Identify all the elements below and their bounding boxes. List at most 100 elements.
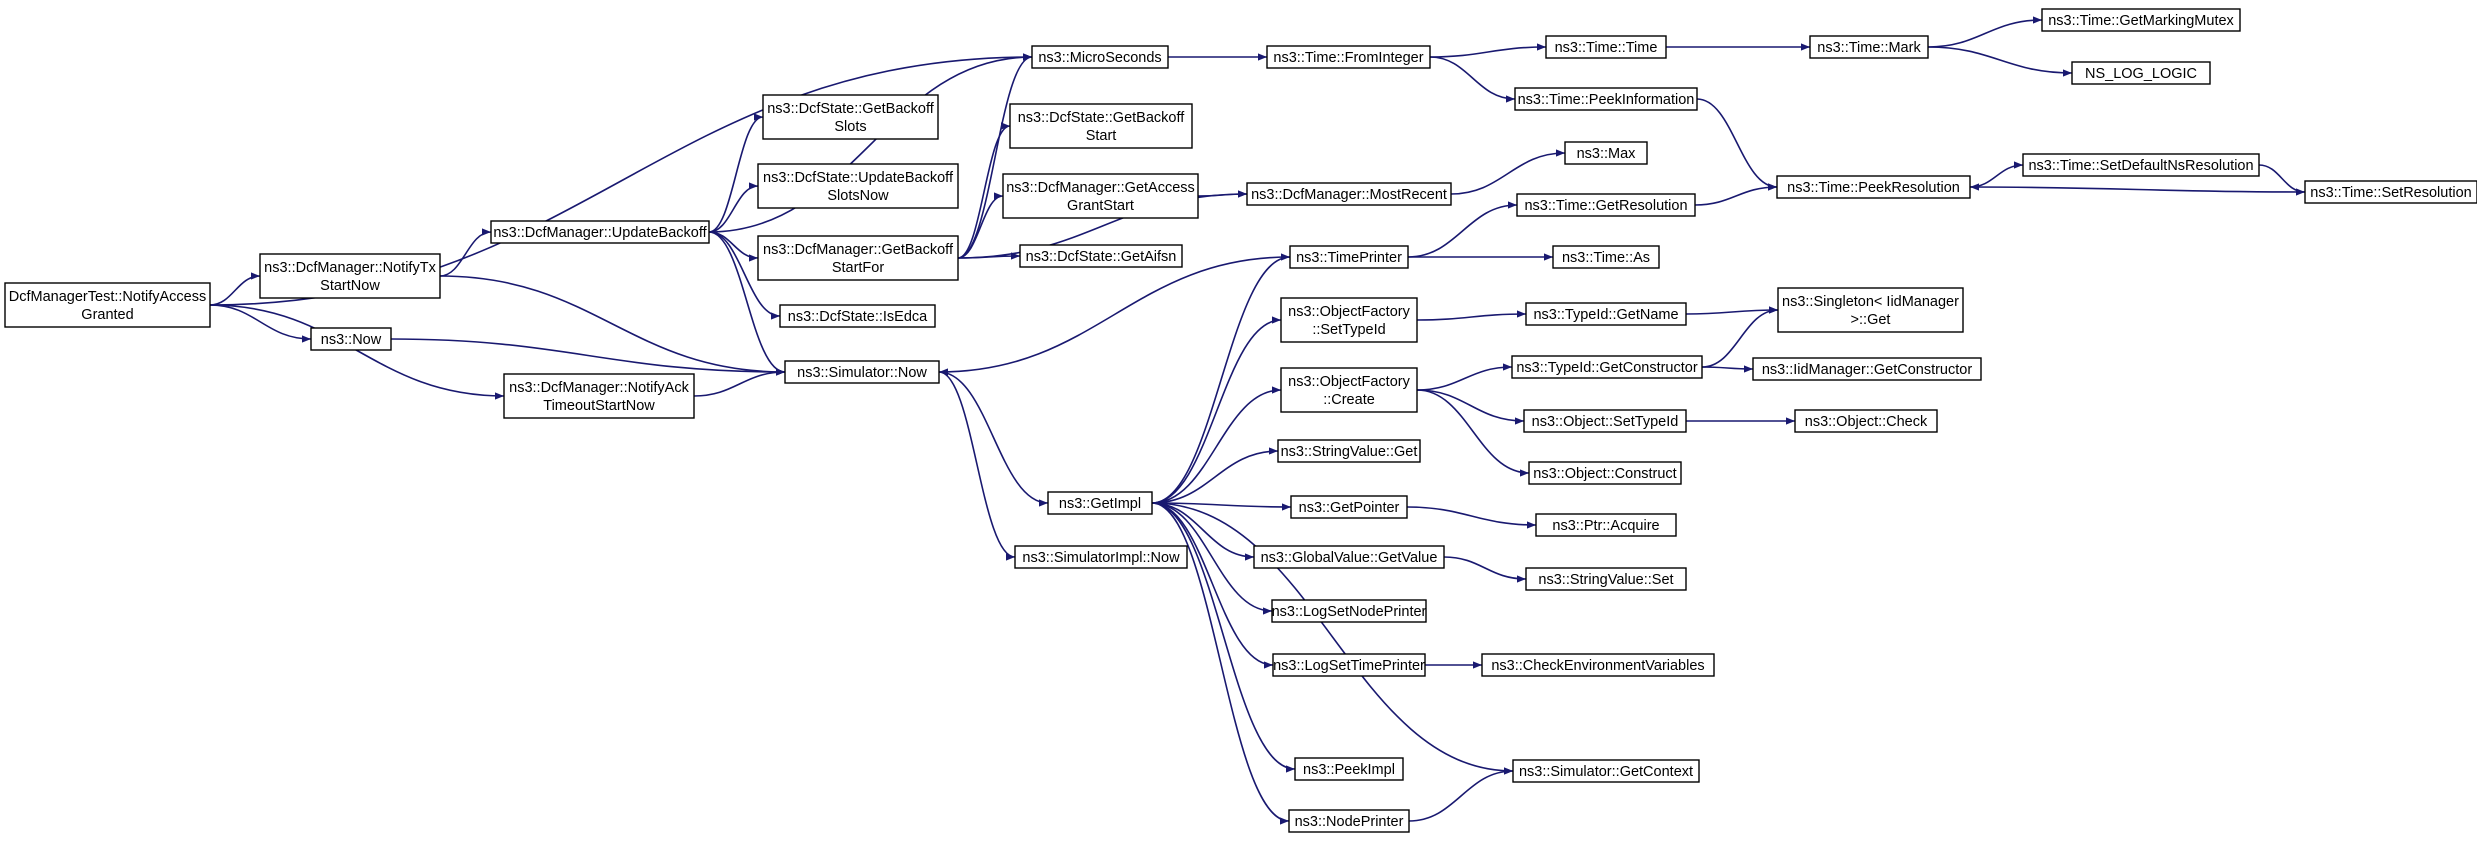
node-timeMark[interactable]: ns3::Time::Mark (1809, 35, 1929, 59)
node-objectCheck[interactable]: ns3::Object::Check (1794, 409, 1938, 433)
node-label: ns3::DcfState::GetAifsn (1026, 249, 1177, 265)
node-updateBackoff[interactable]: ns3::DcfManager::UpdateBackoff (490, 220, 710, 244)
node-typeIdGetConstructor[interactable]: ns3::TypeId::GetConstructor (1511, 355, 1703, 379)
node-max[interactable]: ns3::Max (1564, 141, 1648, 165)
edge-getImpl-to-timePrinter (1151, 253, 1291, 504)
node-isEdca[interactable]: ns3::DcfState::IsEdca (779, 304, 936, 328)
edge-peekInformation-to-peekResolution (1696, 98, 1778, 191)
node-objectConstruct[interactable]: ns3::Object::Construct (1528, 461, 1682, 485)
node-peekResolution[interactable]: ns3::Time::PeekResolution (1776, 175, 1971, 199)
node-box (1047, 491, 1153, 515)
edge-getResolution-to-peekResolution (1694, 183, 1778, 206)
node-label: ns3::DcfManager::NotifyAck (509, 380, 689, 396)
node-label: ns3::DcfManager::MostRecent (1251, 187, 1447, 203)
node-logSetTimePrinter[interactable]: ns3::LogSetTimePrinter (1272, 653, 1426, 677)
node-checkEnv[interactable]: ns3::CheckEnvironmentVariables (1481, 653, 1715, 677)
node-singletonGet[interactable]: ns3::Singleton< IidManager >::Get (1777, 287, 1964, 333)
node-stringValueSet[interactable]: ns3::StringValue::Set (1525, 567, 1687, 591)
node-peekInformation[interactable]: ns3::Time::PeekInformation (1514, 87, 1698, 111)
node-setResolution[interactable]: ns3::Time::SetResolution (2304, 180, 2477, 204)
edge-getBackoffStartFor-to-getBackoffStart (957, 122, 1011, 259)
node-label: ns3::DcfState::UpdateBackoff (763, 170, 954, 186)
node-nodePrinter[interactable]: ns3::NodePrinter (1288, 809, 1410, 833)
node-box (1253, 545, 1445, 569)
node-box (1002, 173, 1199, 219)
node-box (310, 327, 392, 351)
node-iidGetConstructor[interactable]: ns3::IidManager::GetConstructor (1752, 357, 1982, 381)
node-getResolution[interactable]: ns3::Time::GetResolution (1516, 193, 1696, 217)
node-box (1525, 567, 1687, 591)
node-label: GrantStart (1067, 198, 1134, 214)
node-ofSetTypeId[interactable]: ns3::ObjectFactory::SetTypeId (1280, 297, 1418, 343)
edge-setDefaultNsResolution-to-setResolution (2258, 164, 2306, 196)
node-box (1776, 175, 1971, 199)
node-simImplNow[interactable]: ns3::SimulatorImpl::Now (1014, 545, 1188, 569)
node-microSeconds[interactable]: ns3::MicroSeconds (1031, 45, 1169, 69)
edge-updateBackoff-to-microSeconds (708, 53, 1033, 233)
node-logSetNodePrinter[interactable]: ns3::LogSetNodePrinter (1271, 599, 1427, 623)
node-nsLogLogic[interactable]: NS_LOG_LOGIC (2071, 61, 2211, 85)
node-peekImpl[interactable]: ns3::PeekImpl (1294, 757, 1404, 781)
edge-updateBackoff-to-getBackoffSlots (708, 113, 764, 233)
node-label: ns3::GlobalValue::GetValue (1261, 550, 1438, 566)
node-timeAs[interactable]: ns3::Time::As (1552, 245, 1660, 269)
node-stringValueGet[interactable]: ns3::StringValue::Get (1277, 439, 1421, 463)
node-box (1009, 103, 1193, 149)
node-label: ns3::SimulatorImpl::Now (1022, 550, 1180, 566)
node-box (757, 163, 959, 209)
node-globalValueGetValue[interactable]: ns3::GlobalValue::GetValue (1253, 545, 1445, 569)
edge-updateBackoff-to-getBackoffStartFor (708, 231, 759, 262)
node-timePrinter[interactable]: ns3::TimePrinter (1289, 245, 1409, 269)
node-getImpl[interactable]: ns3::GetImpl (1047, 491, 1153, 515)
node-getMarkingMutex[interactable]: ns3::Time::GetMarkingMutex (2041, 8, 2241, 32)
node-label: ns3::Time::GetMarkingMutex (2048, 13, 2234, 29)
edge-timePrinter-to-simNow (938, 256, 1291, 376)
node-label: ns3::LogSetNodePrinter (1272, 604, 1427, 620)
node-simNow[interactable]: ns3::Simulator::Now (784, 360, 940, 384)
node-ptrAcquire[interactable]: ns3::Ptr::Acquire (1535, 513, 1677, 537)
node-objectSetTypeId[interactable]: ns3::Object::SetTypeId (1523, 409, 1687, 433)
edge-typeIdGetName-to-singletonGet (1685, 306, 1779, 315)
node-setDefaultNsResolution[interactable]: ns3::Time::SetDefaultNsResolution (2022, 153, 2260, 177)
node-label: ns3::Time::As (1562, 250, 1650, 266)
node-label: ns3::TimePrinter (1296, 250, 1402, 266)
edge-ofSetTypeId-to-typeIdGetName (1416, 310, 1527, 321)
node-getAifsn[interactable]: ns3::DcfState::GetAifsn (1019, 244, 1183, 268)
edge-getImpl-to-logSetNodePrinter (1151, 502, 1273, 615)
node-getPointer[interactable]: ns3::GetPointer (1290, 495, 1408, 519)
edge-getBackoffStartFor-to-microSeconds (957, 53, 1033, 259)
node-box (1514, 87, 1698, 111)
node-box (1516, 193, 1696, 217)
node-label: StartNow (320, 278, 380, 294)
node-notifyAck[interactable]: ns3::DcfManager::NotifyAckTimeoutStartNo… (503, 373, 695, 419)
node-ofCreate[interactable]: ns3::ObjectFactory::Create (1280, 367, 1418, 413)
node-mostRecent[interactable]: ns3::DcfManager::MostRecent (1246, 182, 1452, 206)
edge-getImpl-to-simGetContext (1151, 502, 1514, 775)
node-box (2022, 153, 2260, 177)
node-box (1272, 653, 1426, 677)
node-box (1246, 182, 1452, 206)
edge-timePrinter-to-getResolution (1407, 201, 1518, 258)
node-box (1277, 439, 1421, 463)
node-fromInteger[interactable]: ns3::Time::FromInteger (1266, 45, 1431, 69)
node-timeTime[interactable]: ns3::Time::Time (1545, 35, 1667, 59)
node-typeIdGetName[interactable]: ns3::TypeId::GetName (1525, 302, 1687, 326)
edge-root-to-now (209, 304, 312, 343)
node-simGetContext[interactable]: ns3::Simulator::GetContext (1512, 759, 1700, 783)
node-label: ns3::StringValue::Get (1281, 444, 1418, 460)
node-label: SlotsNow (827, 188, 889, 204)
node-label: ns3::ObjectFactory (1288, 304, 1410, 320)
node-label: ns3::Object::SetTypeId (1532, 414, 1679, 430)
node-box (1794, 409, 1938, 433)
edge-setResolution-to-peekResolution (1969, 183, 2306, 193)
edge-getImpl-to-ofCreate (1151, 386, 1282, 504)
node-now[interactable]: ns3::Now (310, 327, 392, 351)
